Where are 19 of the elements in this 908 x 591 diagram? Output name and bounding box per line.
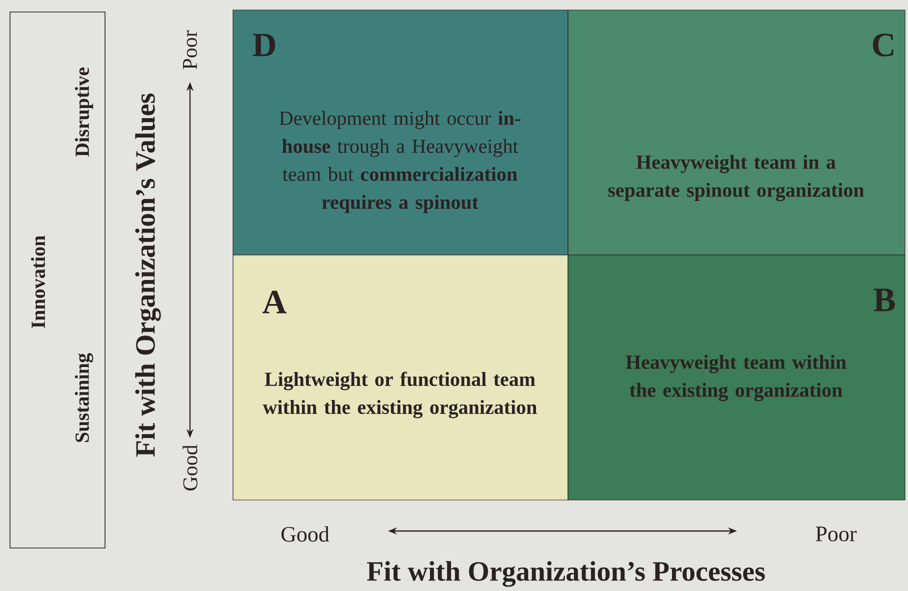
innovation-box: Innovation Sustaining Disruptive xyxy=(10,12,106,548)
axis-end-label: Poor xyxy=(816,526,857,542)
cell-text: Development might occur in-house trough a Heavyweight team but commercialization requires a spinout xyxy=(280,110,520,214)
quadrant-letter: D xyxy=(252,34,276,56)
quadrant-letter: C xyxy=(872,34,894,56)
quadrant-cell xyxy=(568,254,906,500)
quadrant-cell xyxy=(568,10,906,256)
quadrant-letter: A xyxy=(262,290,287,314)
axis-title: Fit with Organization’s Processes xyxy=(367,561,765,587)
quadrant-cell xyxy=(232,254,568,500)
axis-end-label: Good xyxy=(281,526,330,542)
quadrant-cell xyxy=(232,10,568,256)
cell-text: Lightweight or functional team within the existing organization xyxy=(262,372,537,418)
cell-text: Heavyweight team in a separate spinout organization xyxy=(608,154,864,202)
axis-end-label: Poor xyxy=(183,30,197,70)
quadrant-letter: B xyxy=(874,288,895,312)
cell-text: Heavyweight team within the existing organization xyxy=(626,354,846,402)
axis-title: Fit with Organization’s Values xyxy=(135,94,161,457)
axis-end-label: Good xyxy=(182,444,198,490)
